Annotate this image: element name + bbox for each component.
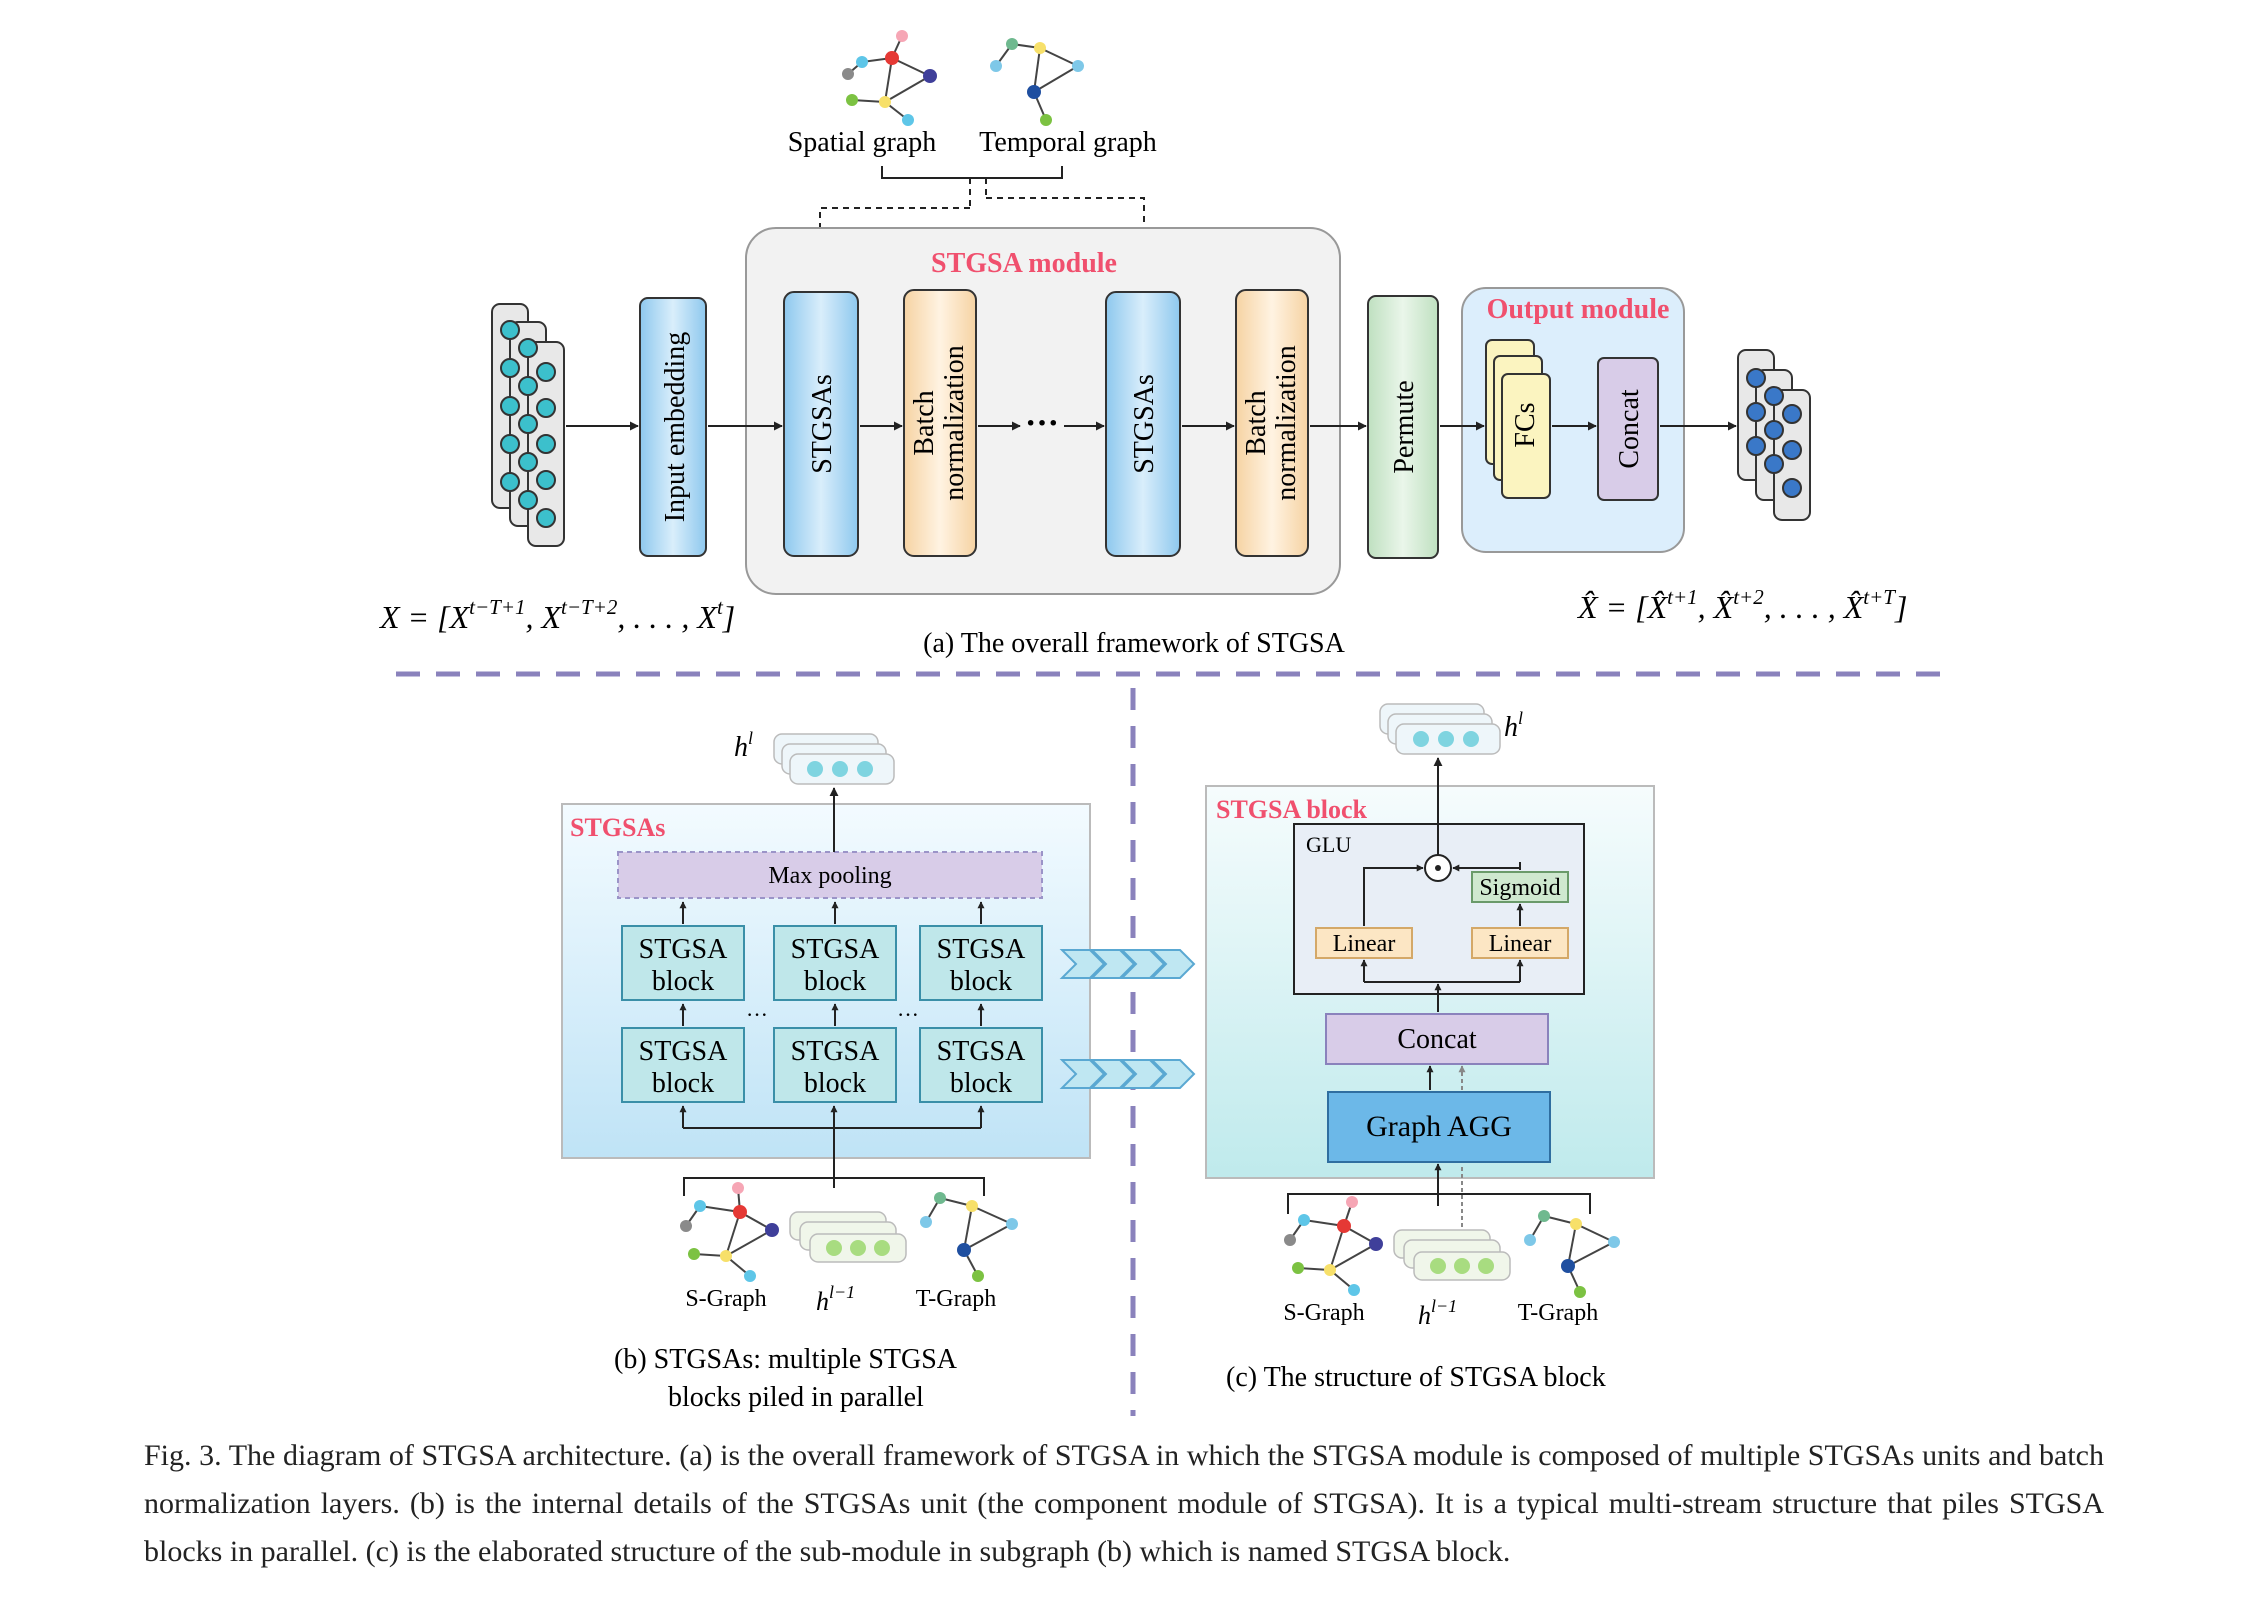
- svg-text:block: block: [804, 1068, 866, 1099]
- pipeline-ellipsis: ···: [1025, 405, 1059, 442]
- input-embedding-block: [639, 297, 707, 557]
- panel-b-h-input-label: hl−1: [816, 1282, 855, 1316]
- sigmoid-label: Sigmoid: [1479, 875, 1560, 901]
- batch-norm-label-1b: normalization: [939, 345, 970, 501]
- panel-c-output-vector: [1379, 703, 1501, 755]
- stgsa-block-title: STGSA block: [1216, 795, 1368, 824]
- permute-label: Permute: [1389, 380, 1420, 473]
- max-pooling-label: Max pooling: [768, 863, 891, 889]
- svg-text:STGSA: STGSA: [639, 934, 728, 965]
- linear-right-block: [1471, 927, 1569, 959]
- linear-left-block: [1315, 927, 1413, 959]
- panel-c-s-graph-label: S-Graph: [1283, 1300, 1364, 1326]
- stgsa-block-grid: [621, 925, 1043, 1103]
- panel-b-s-graph-label: S-Graph: [685, 1286, 766, 1312]
- svg-text:block: block: [652, 966, 714, 997]
- output-concat-label: Concat: [1614, 389, 1645, 469]
- panel-b-caption-line1: (b) STGSAs: multiple STGSA: [614, 1344, 958, 1375]
- svg-text:block: block: [950, 966, 1012, 997]
- batch-norm-block-1: [903, 289, 977, 557]
- block-dots-right: ···: [897, 1002, 919, 1027]
- glu-label: GLU: [1306, 832, 1351, 857]
- graph-bracket: [881, 166, 1063, 179]
- panel-b-spatial-graph-icon: [680, 1182, 779, 1282]
- panel-c-temporal-graph-icon: [1524, 1210, 1620, 1298]
- chevron-arrows-top: [1059, 949, 1196, 979]
- svg-text:STGSA: STGSA: [791, 1036, 880, 1067]
- output-formula: X̂ = [X̂t+1, X̂t+2, . . . , X̂t+T]: [1576, 585, 1907, 625]
- panel-a-caption: (a) The overall framework of STGSA: [923, 628, 1345, 659]
- panel-c-spatial-graph-icon: [1284, 1196, 1383, 1296]
- linear-left-label: Linear: [1333, 931, 1396, 957]
- graph-agg-label: Graph AGG: [1366, 1110, 1512, 1143]
- panel-c-h-input-label: hl−1: [1418, 1296, 1457, 1330]
- fcs-label: FCs: [1510, 402, 1541, 447]
- temporal-graph-label: Temporal graph: [979, 127, 1157, 158]
- panel-b-hidden-state-icon: [789, 1211, 907, 1263]
- stgsas-block-1: [783, 291, 859, 557]
- fcs-stack: [1485, 339, 1551, 499]
- svg-text:STGSA: STGSA: [937, 934, 1026, 965]
- panel-b-caption-line2: blocks piled in parallel: [668, 1382, 924, 1413]
- stgsas-label-1: STGSAs: [807, 374, 838, 474]
- stgsa-module-container: [745, 227, 1341, 595]
- panel-b-arrows: [679, 787, 985, 1196]
- permute-block: [1367, 295, 1439, 559]
- graph-agg-block: [1327, 1091, 1551, 1163]
- output-concat-block: [1597, 357, 1659, 501]
- panel-b-output-vector: [773, 733, 895, 785]
- panel-c-caption: (c) The structure of STGSA block: [1226, 1362, 1606, 1393]
- input-tensor-stack: [491, 303, 565, 547]
- stgsas-label-2: STGSAs: [1129, 374, 1160, 474]
- output-module-title: Output module: [1487, 294, 1670, 325]
- max-pooling-block: [617, 851, 1043, 899]
- block-dots-left: ···: [746, 1002, 768, 1027]
- figure-caption: Fig. 3. The diagram of STGSA architectur…: [144, 1439, 2104, 1568]
- spatial-graph-label: Spatial graph: [788, 127, 937, 158]
- stgsas-title: STGSAs: [570, 813, 665, 842]
- svg-text:STGSA: STGSA: [937, 1036, 1026, 1067]
- svg-text:block: block: [652, 1068, 714, 1099]
- batch-norm-label-1a: Batch: [909, 390, 940, 455]
- output-tensor-stack: [1737, 349, 1811, 521]
- input-formula: X = [Xt−T+1, Xt−T+2, . . . , Xt]: [378, 595, 735, 635]
- batch-norm-label-2a: Batch: [1241, 390, 1272, 455]
- batch-norm-label-2b: normalization: [1271, 345, 1302, 501]
- panel-b-output-label: hl: [734, 728, 753, 763]
- panel-c-output-label: hl: [1504, 708, 1523, 743]
- svg-text:STGSA: STGSA: [791, 934, 880, 965]
- panel-c-t-graph-label: T-Graph: [1518, 1300, 1598, 1326]
- svg-text:block: block: [804, 966, 866, 997]
- input-embedding-label: Input embedding: [660, 332, 691, 523]
- panel-c-hidden-state-icon: [1393, 1229, 1511, 1281]
- stgsas-block-2: [1105, 291, 1181, 557]
- temporal-graph-icon: [990, 38, 1084, 126]
- panel-b-t-graph-label: T-Graph: [916, 1286, 996, 1312]
- svg-text:block: block: [950, 1068, 1012, 1099]
- batch-norm-block-2: [1235, 289, 1309, 557]
- linear-right-label: Linear: [1489, 931, 1552, 957]
- chevron-arrows-bottom: [1059, 1059, 1196, 1089]
- elementwise-product-dot: [1435, 865, 1441, 871]
- svg-text:STGSA: STGSA: [639, 1036, 728, 1067]
- panel-b-temporal-graph-icon: [920, 1192, 1018, 1282]
- spatial-graph-icon: [842, 30, 937, 126]
- sigmoid-block: [1471, 871, 1569, 903]
- panel-c-concat-block: [1325, 1013, 1549, 1065]
- panel-c-arrows: [1287, 757, 1591, 1214]
- panel-c-concat-label: Concat: [1397, 1024, 1477, 1055]
- stgsa-module-title: STGSA module: [931, 248, 1117, 279]
